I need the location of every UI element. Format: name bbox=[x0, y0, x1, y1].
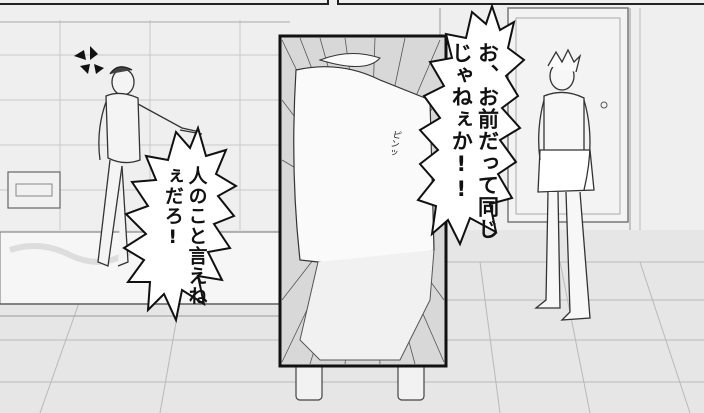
right-speech-text: お、お前だって同じじゃねぇか!! bbox=[449, 42, 500, 240]
left-speech-text: 人のこと言えねぇだろ! bbox=[161, 166, 208, 306]
left-speech-bubble bbox=[122, 124, 238, 324]
top-panel-border-left bbox=[0, 0, 329, 5]
inset-panel bbox=[278, 34, 448, 368]
left-figure bbox=[97, 66, 203, 267]
wash-stool bbox=[7, 171, 61, 209]
anger-vein-icon bbox=[74, 46, 104, 74]
top-panel-border-right bbox=[337, 0, 704, 5]
right-figure bbox=[534, 48, 595, 321]
right-speech-bubble bbox=[416, 2, 526, 247]
